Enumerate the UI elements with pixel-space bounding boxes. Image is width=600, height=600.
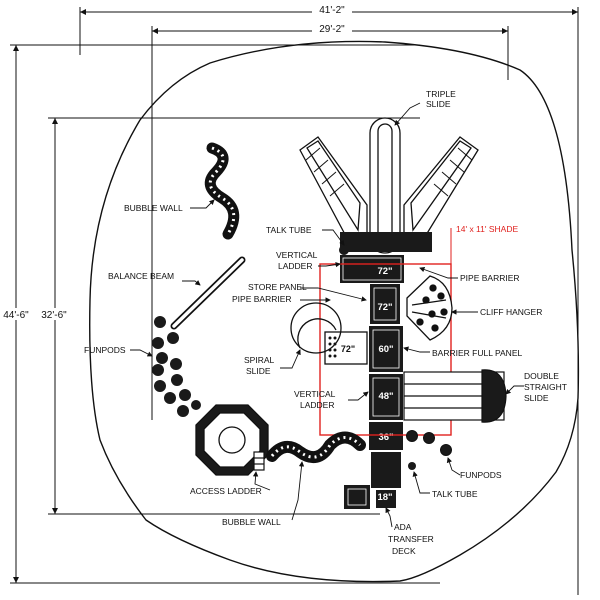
deck-18: 18" (377, 492, 392, 503)
triple-slide (299, 117, 479, 254)
label-vertical-ladder-top-2: LADDER (278, 261, 312, 271)
label-talk-tube-bottom: TALK TUBE (432, 489, 478, 499)
deck-72-mid: 72" (377, 302, 392, 313)
label-funpods-right: FUNPODS (460, 470, 502, 480)
label-cliff-hanger: CLIFF HANGER (480, 307, 542, 317)
bubble-wall-top (204, 142, 240, 240)
talk-tube-bottom-icon (408, 462, 416, 470)
funpods-right (406, 430, 452, 456)
dim-top-outer: 41'-2" (319, 5, 345, 16)
bubble-wall-bottom (266, 431, 366, 464)
site-boundary (89, 40, 580, 583)
dim-left-inner: 32'-6" (41, 310, 67, 321)
shade-label: 14' x 11' SHADE (456, 224, 518, 234)
deck-36: 36" (378, 432, 393, 443)
label-bubble-wall-bottom: BUBBLE WALL (222, 517, 281, 527)
label-double-straight-slide-3: SLIDE (524, 393, 549, 403)
slide-hood (340, 232, 432, 252)
label-pipe-barrier-left: PIPE BARRIER (232, 294, 292, 304)
label-double-straight-slide-1: DOUBLE (524, 371, 559, 381)
shade-outline (319, 263, 452, 436)
cliff-hanger (406, 275, 453, 341)
label-talk-tube-top: TALK TUBE (266, 225, 312, 235)
dimension-lines (10, 7, 579, 595)
label-vertical-ladder-top-1: VERTICAL (276, 250, 318, 260)
label-vertical-ladder-bottom-2: LADDER (300, 400, 334, 410)
label-ada-2: TRANSFER (388, 534, 434, 544)
dim-top-inner: 29'-2" (319, 24, 345, 35)
deck-72-side: 72" (341, 344, 355, 354)
label-barrier-full-panel: BARRIER FULL PANEL (432, 348, 522, 358)
double-straight-slide (403, 369, 507, 423)
octagon-deck (195, 404, 269, 476)
label-ada-1: ADA (394, 522, 412, 532)
label-vertical-ladder-bottom-1: VERTICAL (294, 389, 336, 399)
label-triple-slide-2: SLIDE (426, 99, 451, 109)
funpods-left (152, 316, 201, 417)
label-funpods-left: FUNPODS (84, 345, 126, 355)
main-tower (340, 255, 404, 509)
label-balance-beam: BALANCE BEAM (108, 271, 174, 281)
deck-60: 60" (378, 344, 393, 355)
spiral-slide (290, 302, 342, 354)
access-ladder (253, 451, 265, 471)
balance-beam (170, 256, 246, 330)
label-double-straight-slide-2: STRAIGHT (524, 382, 567, 392)
label-pipe-barrier-right: PIPE BARRIER (460, 273, 520, 283)
talk-tube-top-icon (339, 245, 349, 255)
label-spiral-slide-2: SLIDE (246, 366, 271, 376)
label-spiral-slide-1: SPIRAL (244, 355, 275, 365)
deck-48: 48" (378, 391, 393, 402)
label-store-panel: STORE PANEL (248, 282, 307, 292)
label-triple-slide-1: TRIPLE (426, 89, 456, 99)
label-ada-3: DECK (392, 546, 416, 556)
label-access-ladder: ACCESS LADDER (190, 486, 262, 496)
dim-left-outer: 44'-6" (3, 310, 29, 321)
label-bubble-wall-top: BUBBLE WALL (124, 203, 183, 213)
deck-72-top: 72" (377, 266, 392, 277)
